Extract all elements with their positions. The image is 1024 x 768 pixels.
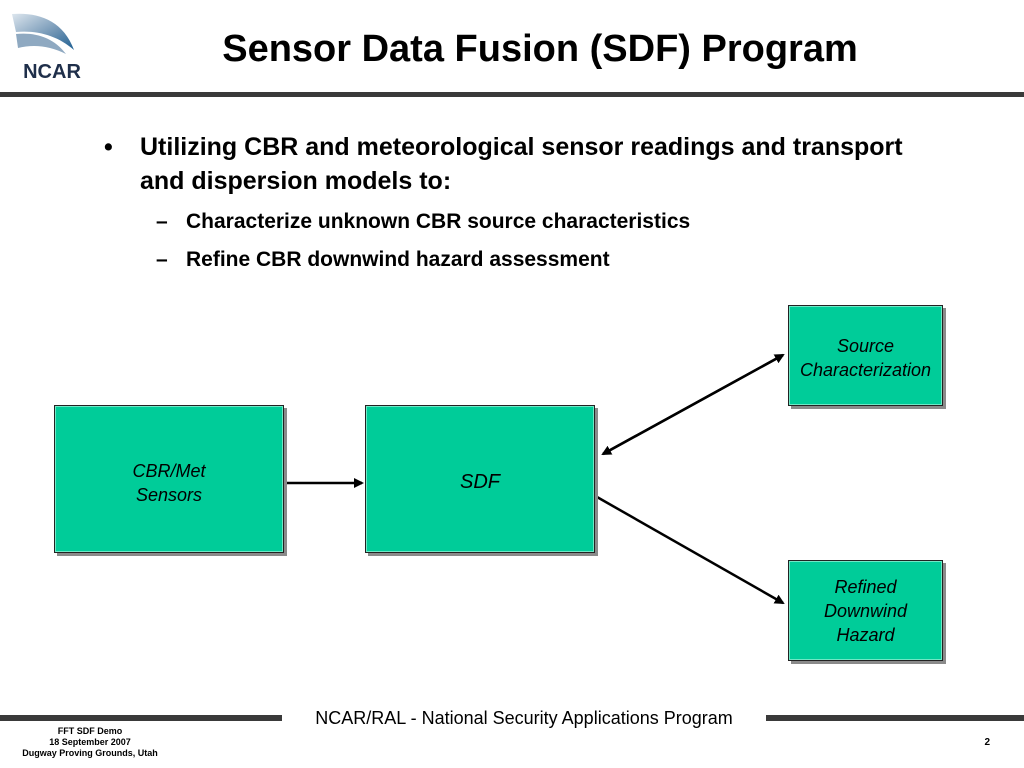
sub-bullet-text: Refine CBR downwind hazard assessment	[186, 248, 610, 271]
bullet-text: Utilizing CBR and meteorological sensor …	[140, 133, 903, 195]
header-rule	[0, 92, 1024, 97]
ncar-logo: NCAR	[8, 6, 118, 86]
footer-rule-left	[0, 715, 282, 721]
footer-rule-right	[766, 715, 1024, 721]
logo-text: NCAR	[23, 61, 81, 83]
page-number: 2	[984, 737, 990, 748]
bullet-item: • Utilizing CBR and meteorological senso…	[104, 130, 924, 198]
box-label-line: SDF	[460, 471, 500, 493]
bullet-icon: •	[104, 133, 113, 161]
arrow-sdf-to-source	[602, 353, 785, 456]
box-label-line: Hazard	[836, 625, 895, 645]
dash-icon: –	[156, 210, 168, 233]
sensors-box: CBR/Met Sensors	[54, 405, 284, 553]
slide-title: Sensor Data Fusion (SDF) Program	[222, 28, 858, 70]
dash-icon: –	[156, 248, 168, 271]
box-label-line: CBR/Met	[132, 461, 206, 481]
footer-event-info: FFT SDF Demo 18 September 2007 Dugway Pr…	[0, 726, 180, 759]
footer-line: FFT SDF Demo	[57, 726, 123, 736]
arrow-sdf-to-hazard	[596, 495, 785, 605]
sdf-box: SDF	[365, 405, 595, 553]
source-characterization-box: Source Characterization	[788, 305, 943, 406]
footer-program-name: NCAR/RAL - National Security Application…	[315, 708, 733, 728]
footer-line: Dugway Proving Grounds, Utah	[22, 748, 158, 758]
box-label-line: Characterization	[799, 360, 932, 380]
sub-bullet-item: – Characterize unknown CBR source charac…	[156, 208, 924, 236]
footer-line: 18 September 2007	[49, 737, 131, 747]
bullet-list: • Utilizing CBR and meteorological senso…	[104, 130, 924, 274]
box-label-line: Refined	[834, 577, 897, 597]
sub-bullet-text: Characterize unknown CBR source characte…	[186, 210, 691, 233]
arrow-source-to-sdf	[601, 353, 784, 456]
box-label-line: Sensors	[135, 485, 203, 505]
sub-bullet-item: – Refine CBR downwind hazard assessment	[156, 246, 924, 274]
box-label-line: Downwind	[823, 601, 908, 621]
downwind-hazard-box: Refined Downwind Hazard	[788, 560, 943, 661]
box-label-line: Source	[836, 336, 895, 356]
